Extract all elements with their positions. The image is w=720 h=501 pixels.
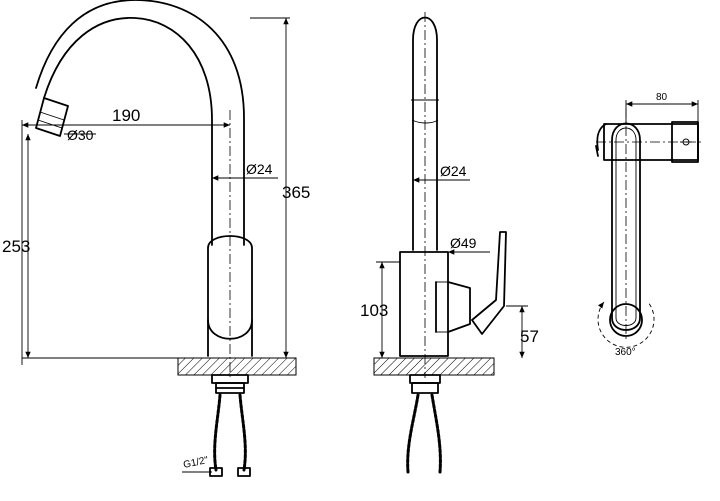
dim-spout-reach: 190: [112, 106, 140, 125]
front-supply-hose-left: [213, 393, 222, 472]
dim-thread: G1/2": [182, 455, 209, 471]
dim-aerator-diameter: Ø30: [67, 127, 94, 143]
side-supply-hose-right: [430, 393, 442, 474]
top-spout: [611, 122, 641, 331]
top-view: 360° 80: [595, 92, 704, 358]
dim-side-body-diameter: Ø24: [440, 163, 467, 179]
spout-inner-contour: [35, 0, 245, 246]
dim-handle-diameter: Ø49: [450, 235, 477, 251]
dim-front-body-diameter: Ø24: [246, 161, 273, 177]
side-view: Ø24 Ø49 103 57: [360, 12, 539, 474]
dim-top-width: 80: [656, 92, 668, 103]
dim-base-to-handle: 103: [360, 301, 388, 320]
dim-spout-height: 253: [2, 237, 30, 256]
spout-outer-contour: [43, 17, 213, 246]
aerator-outline: [35, 97, 69, 137]
top-rotation-arc: [597, 301, 655, 348]
front-body: [207, 235, 253, 340]
dim-rotation: 360°: [615, 347, 636, 358]
side-body: [399, 251, 449, 357]
dim-lever-height: 57: [520, 327, 539, 346]
front-supply-hose-right: [238, 393, 247, 472]
dim-total-height: 365: [282, 183, 310, 202]
side-cartridge-housing: [447, 281, 471, 333]
side-mount-plate: [373, 357, 495, 376]
side-lever: [471, 231, 507, 335]
side-supply-hose-left: [406, 393, 420, 474]
front-view: 190 Ø30 Ø24 365 253 G1/2": [2, 0, 310, 477]
top-lever: [595, 123, 607, 157]
front-mount-plate: [177, 357, 297, 376]
